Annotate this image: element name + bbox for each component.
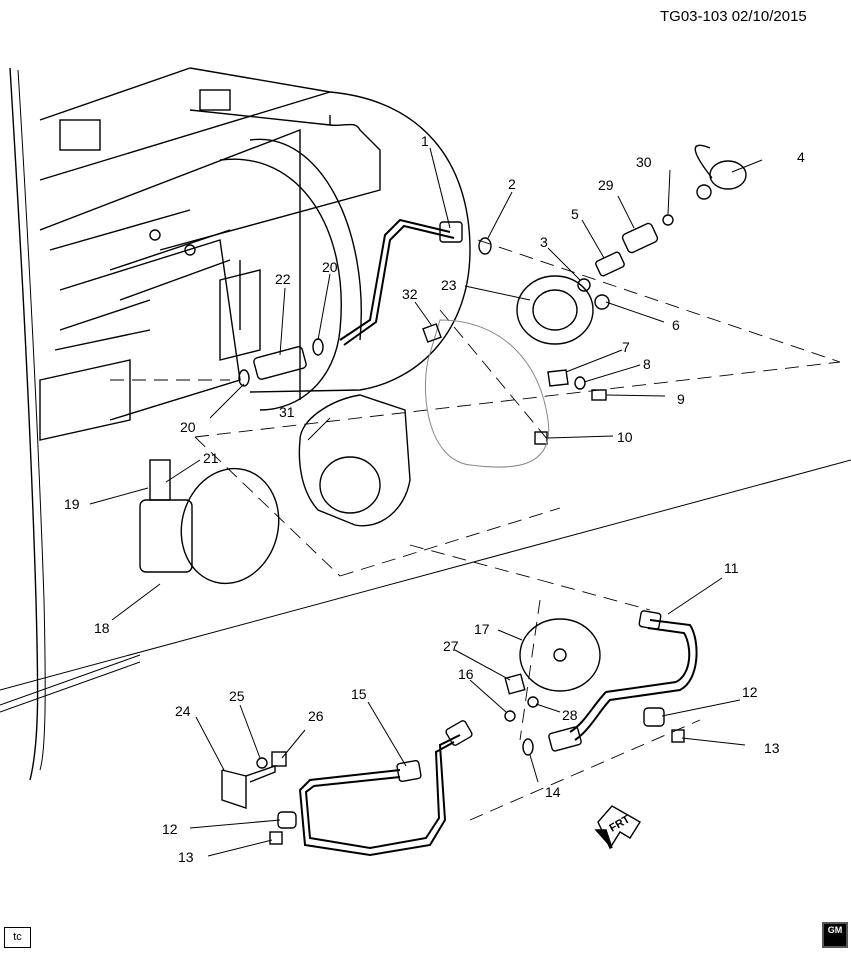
part-27-nut: [504, 673, 526, 695]
part-11-fitting: [638, 610, 662, 630]
part-15-line: [298, 734, 461, 857]
part-4-cap: [694, 144, 747, 200]
part-9-bolt: [591, 389, 607, 401]
part-15-fitting-b: [396, 760, 422, 782]
callout-28: 28: [562, 707, 578, 723]
callout-5: 5: [571, 206, 579, 222]
part-14-oring: [522, 738, 534, 756]
part-22-adapter: [253, 346, 307, 380]
callout-17: 17: [474, 621, 490, 637]
callout-19: 19: [64, 496, 80, 512]
part-13-bolt-right: [671, 729, 685, 743]
callout-20-left: 20: [180, 419, 196, 435]
callout-10: 10: [617, 429, 633, 445]
part-20-oring-right: [312, 338, 324, 356]
part-7-fitting: [547, 369, 569, 387]
callout-27: 27: [443, 638, 459, 654]
floor-line: [0, 459, 851, 691]
callout-15: 15: [351, 686, 367, 702]
leader-lines: [89, 147, 763, 857]
part-32-nut: [422, 323, 442, 343]
callout-13-left: 13: [178, 849, 194, 865]
callout-3: 3: [540, 234, 548, 250]
callout-31: 31: [279, 404, 295, 420]
frt-arrow-icon: [594, 805, 641, 850]
callout-30: 30: [636, 154, 652, 170]
part-24-bracket: [221, 765, 276, 809]
part-29-sensor: [621, 222, 659, 254]
callout-32: 32: [402, 286, 418, 302]
callout-6: 6: [672, 317, 680, 333]
part-18-cooler: [139, 459, 280, 585]
frame-rail: [9, 67, 39, 781]
callout-13-right: 13: [764, 740, 780, 756]
part-26-nut: [271, 751, 287, 767]
callout-1: 1: [421, 133, 429, 149]
cooler-line-upper: [339, 218, 451, 341]
callout-21: 21: [203, 450, 219, 466]
callout-14: 14: [545, 784, 561, 800]
callout-7: 7: [622, 339, 630, 355]
tc-label: tc: [4, 927, 31, 948]
part-3: [577, 278, 591, 292]
callout-26: 26: [308, 708, 324, 724]
callout-18: 18: [94, 620, 110, 636]
part-30: [662, 214, 674, 226]
part-13-bolt-left: [269, 831, 283, 845]
callout-12-right: 12: [742, 684, 758, 700]
callout-23: 23: [441, 277, 457, 293]
part-11-hose: [574, 619, 698, 741]
callout-20-right: 20: [322, 259, 338, 275]
callout-25: 25: [229, 688, 245, 704]
part-2-oring: [478, 237, 492, 255]
callout-8: 8: [643, 356, 651, 372]
part-17-plate: [519, 618, 601, 692]
part-1-fitting: [439, 221, 463, 243]
gm-logo-icon: GM: [822, 922, 848, 948]
part-23-plate: [516, 275, 594, 345]
callout-4: 4: [797, 149, 805, 165]
diagram-code-date: TG03-103 02/10/2015: [660, 8, 807, 25]
callout-16: 16: [458, 666, 474, 682]
part-16: [504, 710, 516, 722]
callout-29: 29: [598, 177, 614, 193]
part-10-bolt: [534, 431, 548, 445]
part-20-oring-left: [238, 369, 250, 387]
transmission-case: [39, 67, 471, 441]
part-6: [594, 294, 610, 310]
part-5-connector: [595, 251, 625, 277]
part-28: [527, 696, 539, 708]
part-8-washer: [574, 376, 586, 390]
callout-9: 9: [677, 391, 685, 407]
gm-logo-text: GM: [827, 925, 843, 935]
callout-2: 2: [508, 176, 516, 192]
part-25: [256, 757, 268, 769]
callout-12-left: 12: [162, 821, 178, 837]
part-12-clip-left: [277, 811, 297, 829]
part-31-shield: [298, 394, 411, 527]
callout-22: 22: [275, 271, 291, 287]
part-12-clip-right: [643, 707, 665, 727]
part-15-fitting-a: [445, 720, 473, 746]
part-11-end-fitting: [548, 726, 582, 752]
callout-11: 11: [724, 560, 739, 576]
callout-24: 24: [175, 703, 191, 719]
cover-outline: [425, 319, 550, 468]
